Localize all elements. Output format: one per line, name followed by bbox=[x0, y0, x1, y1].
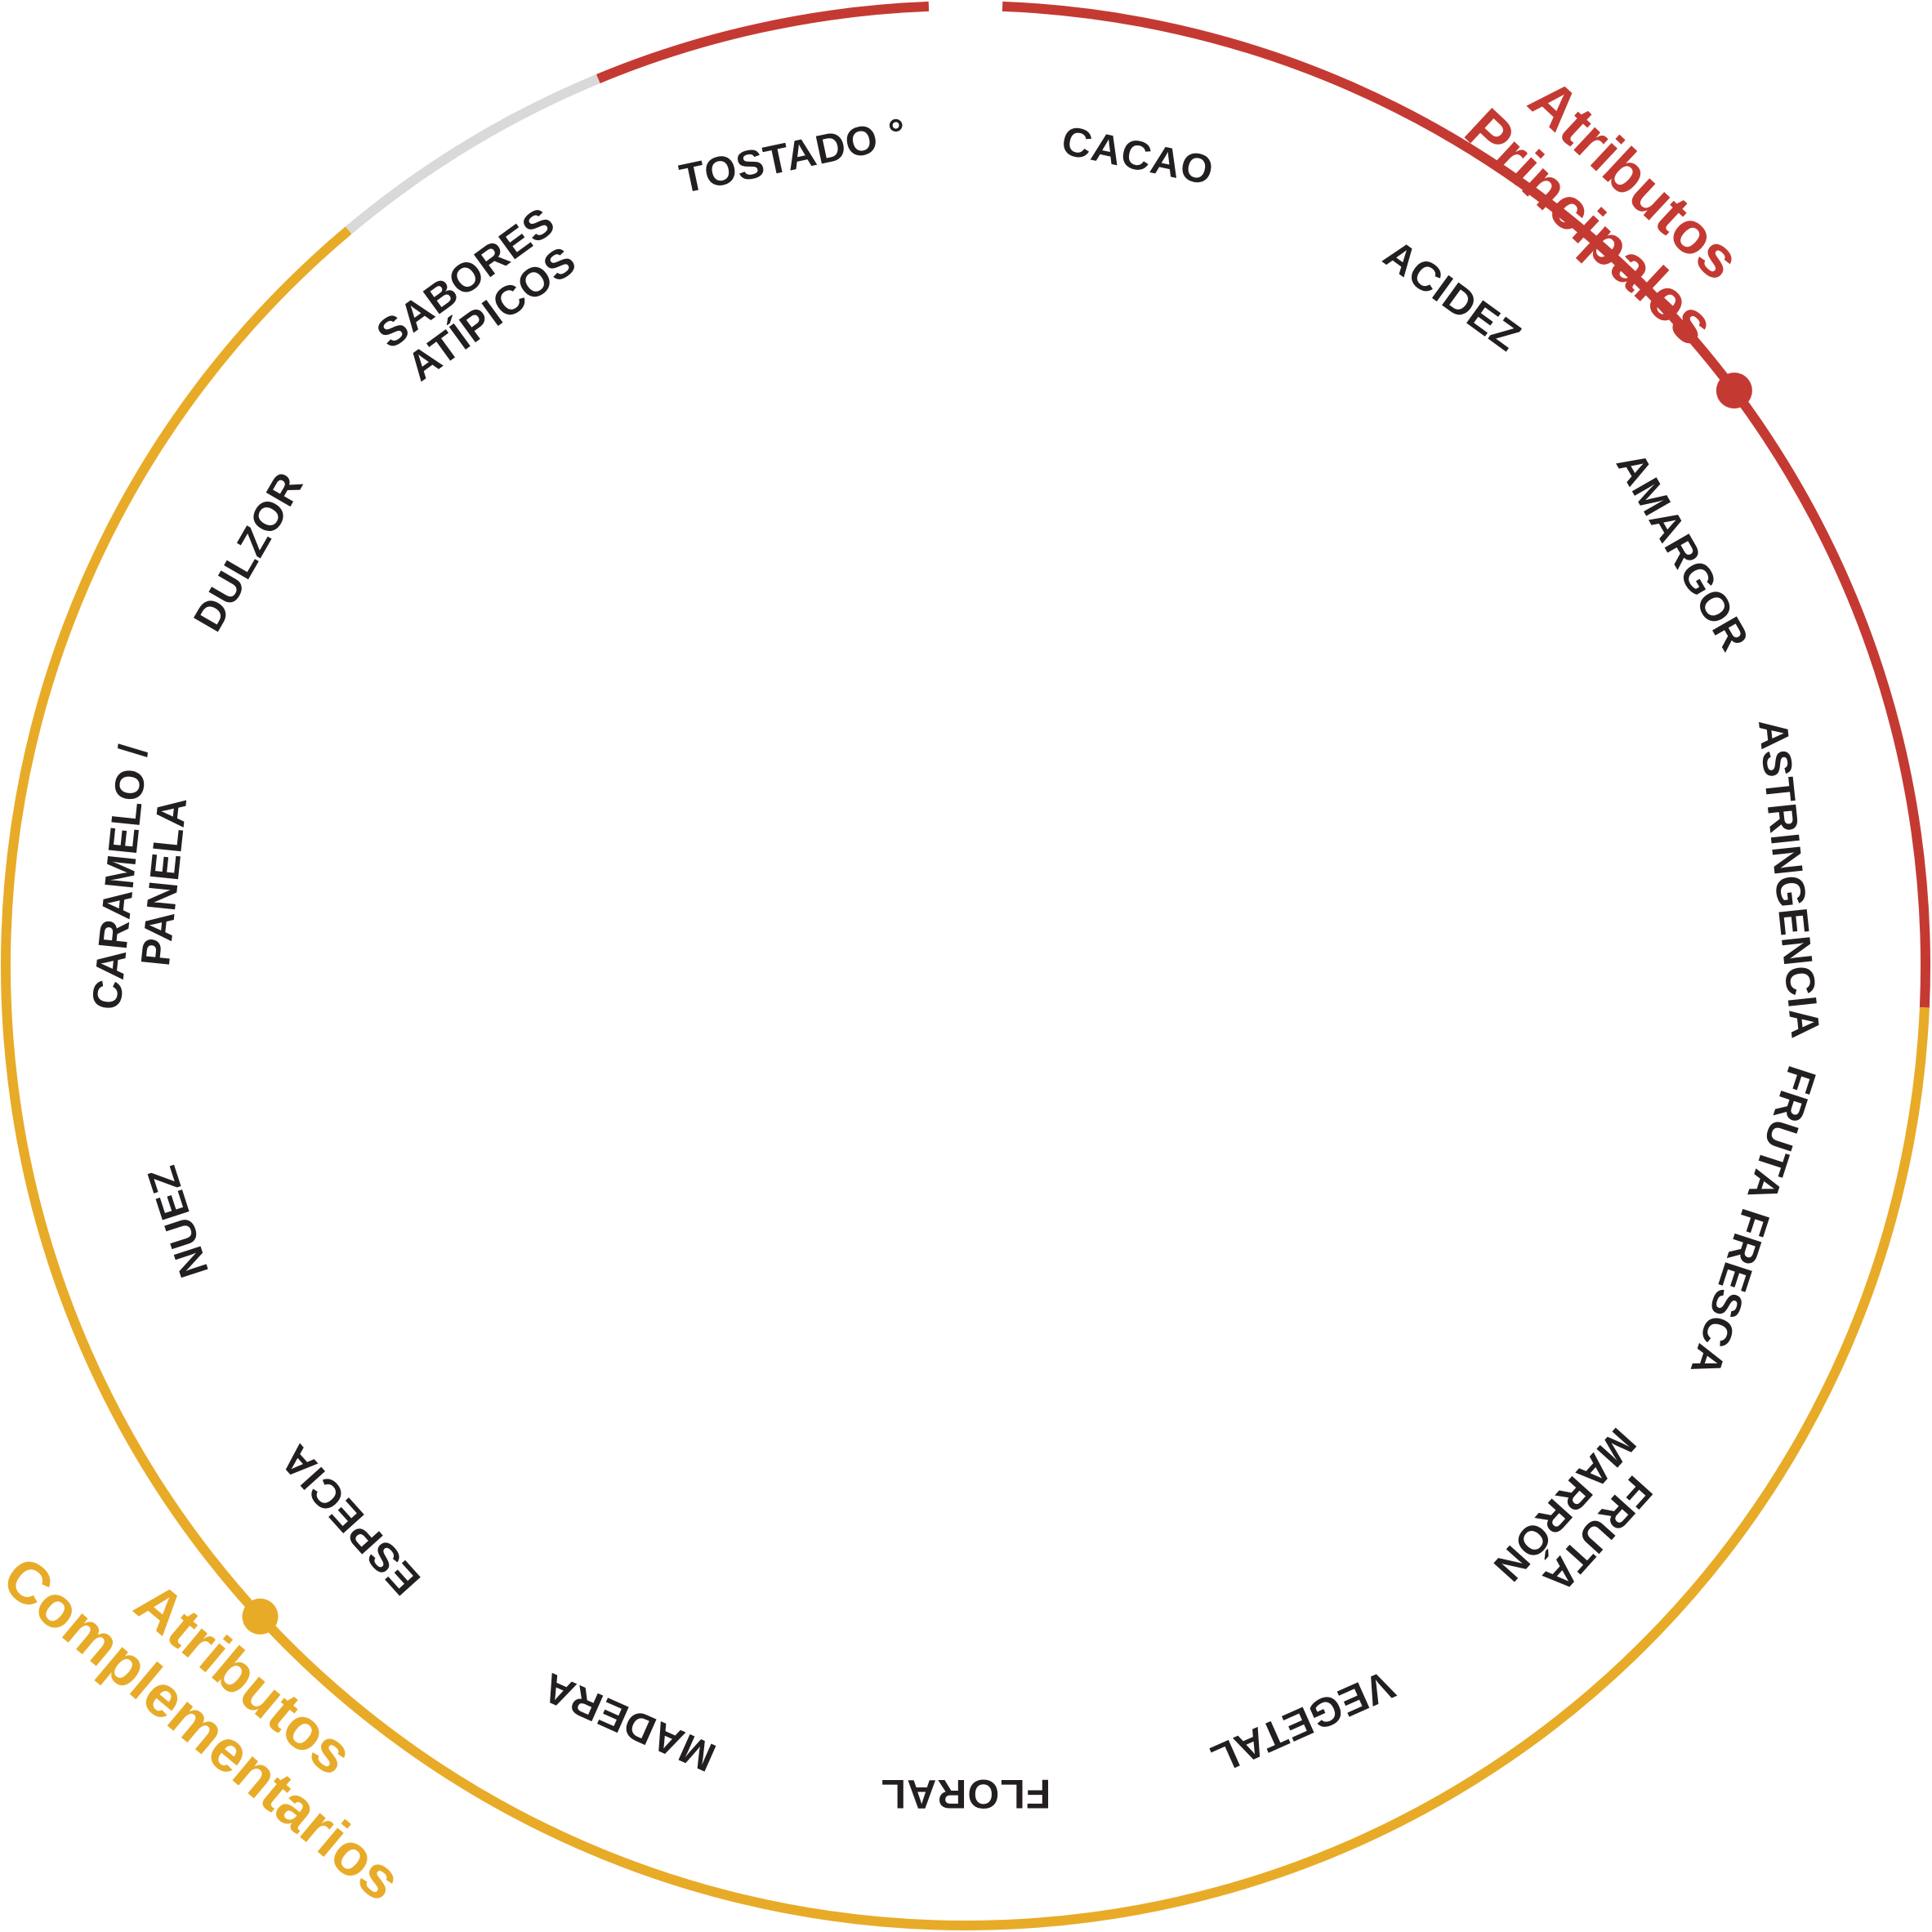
attribute-labels: CACAO ACIDEZ AMARGOR ASTRINGENCIA FRUTA FRES… bbox=[83, 109, 1829, 1817]
attribute-label-dulzor-line-1: DULZOR bbox=[185, 464, 312, 639]
attribute-label-cacao: CACAO bbox=[1058, 117, 1218, 194]
attribute-label-astringencia: ASTRINGENCIA bbox=[1750, 717, 1829, 1041]
attribute-label-vegetal-line-1: VEGETAL bbox=[1204, 1662, 1402, 1783]
attribute-label-amargor: AMARGOR bbox=[1608, 444, 1758, 659]
attribute-label-vegetal: VEGETAL bbox=[1204, 1662, 1402, 1783]
principal-marker-dot bbox=[1716, 373, 1752, 409]
attribute-label-dulzor: DULZOR bbox=[185, 464, 312, 639]
attribute-label-acidez-line-1: ACIDEZ bbox=[1376, 231, 1529, 360]
attribute-label-especia: ESPECIA bbox=[271, 1435, 429, 1604]
complementary-arc bbox=[1, 226, 1930, 1930]
attribute-label-tostado: TOSTADO ° bbox=[676, 109, 911, 203]
attribute-label-especia-line-1: ESPECIA bbox=[271, 1435, 429, 1604]
principal-arc bbox=[1002, 1, 1931, 1008]
attribute-label-astringencia-line-1: ASTRINGENCIA bbox=[1750, 717, 1829, 1041]
complementary-marker-dot bbox=[242, 1598, 279, 1635]
attribute-label-amargor-line-1: AMARGOR bbox=[1608, 444, 1758, 659]
attribute-label-tostado-line-1: TOSTADO ° bbox=[676, 109, 911, 203]
attribute-label-madera: MADERA bbox=[535, 1664, 722, 1781]
attribute-label-nuez-line-1: NUEZ bbox=[139, 1160, 218, 1283]
attribute-label-nuez: NUEZ bbox=[139, 1160, 218, 1283]
attribute-label-floral: FLORAL bbox=[881, 1771, 1051, 1817]
attribute-label-acidez: ACIDEZ bbox=[1376, 231, 1529, 360]
attribute-label-fruta-fresca: FRUTA FRESCA bbox=[1682, 1061, 1825, 1382]
attribute-label-cacao-line-1: CACAO bbox=[1058, 117, 1218, 194]
attribute-label-caramelo-panela: CARAMELO /PANELA bbox=[83, 742, 195, 1012]
atypical-arc bbox=[345, 74, 600, 234]
tostado-arc bbox=[596, 1, 930, 83]
attribute-label-fruta-fresca-line-1: FRUTA FRESCA bbox=[1682, 1061, 1825, 1382]
attribute-label-floral-line-1: FLORAL bbox=[881, 1771, 1051, 1817]
attribute-label-madera-line-1: MADERA bbox=[535, 1664, 722, 1781]
